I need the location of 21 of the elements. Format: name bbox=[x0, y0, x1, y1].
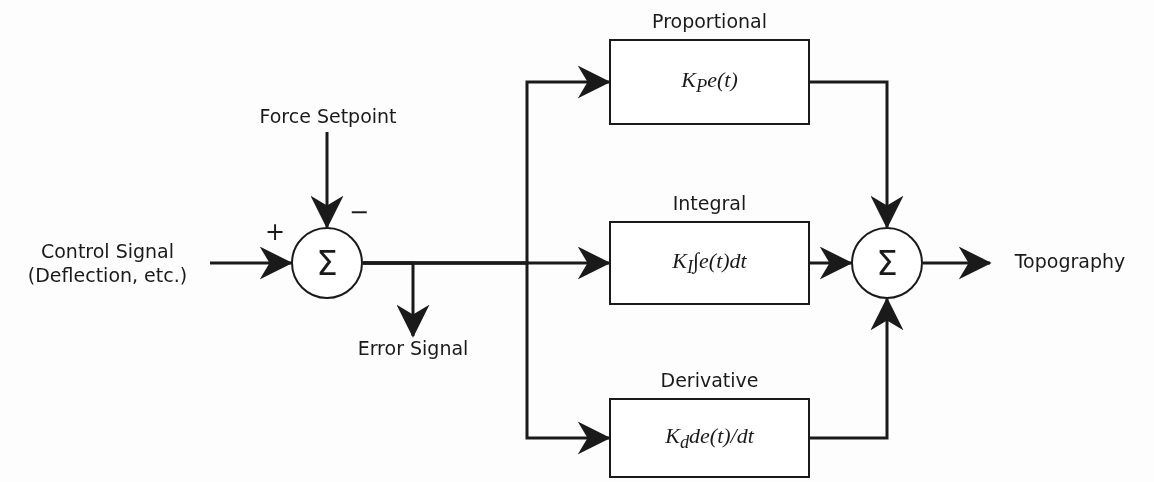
arrow bbox=[810, 246, 853, 280]
summing-junction: Σ bbox=[291, 227, 363, 299]
arrow bbox=[363, 261, 611, 455]
arrow bbox=[810, 297, 904, 440]
block-title: Proportional bbox=[651, 9, 768, 34]
formula: K$_{d}$de(t)/dt bbox=[665, 422, 754, 454]
signal-label: Error Signal bbox=[343, 336, 483, 360]
arrow bbox=[810, 80, 904, 229]
sign-label: − bbox=[349, 200, 370, 224]
block-title: Derivative bbox=[659, 368, 760, 393]
block-title: Integral bbox=[671, 191, 748, 216]
formula: K$_{I}$∫e(t)dt bbox=[672, 247, 747, 279]
arrow bbox=[310, 132, 344, 229]
arrow bbox=[923, 246, 992, 280]
arrow bbox=[210, 246, 293, 280]
summing-junction: Σ bbox=[851, 227, 923, 299]
sign-label: + bbox=[265, 220, 286, 244]
formula: K$_{P}$e(t) bbox=[681, 66, 738, 98]
signal-label: Force Setpoint bbox=[228, 104, 428, 128]
signal-label: Control Signal (Deflection, etc.) bbox=[5, 239, 210, 287]
signal-label: Topography bbox=[990, 249, 1150, 273]
